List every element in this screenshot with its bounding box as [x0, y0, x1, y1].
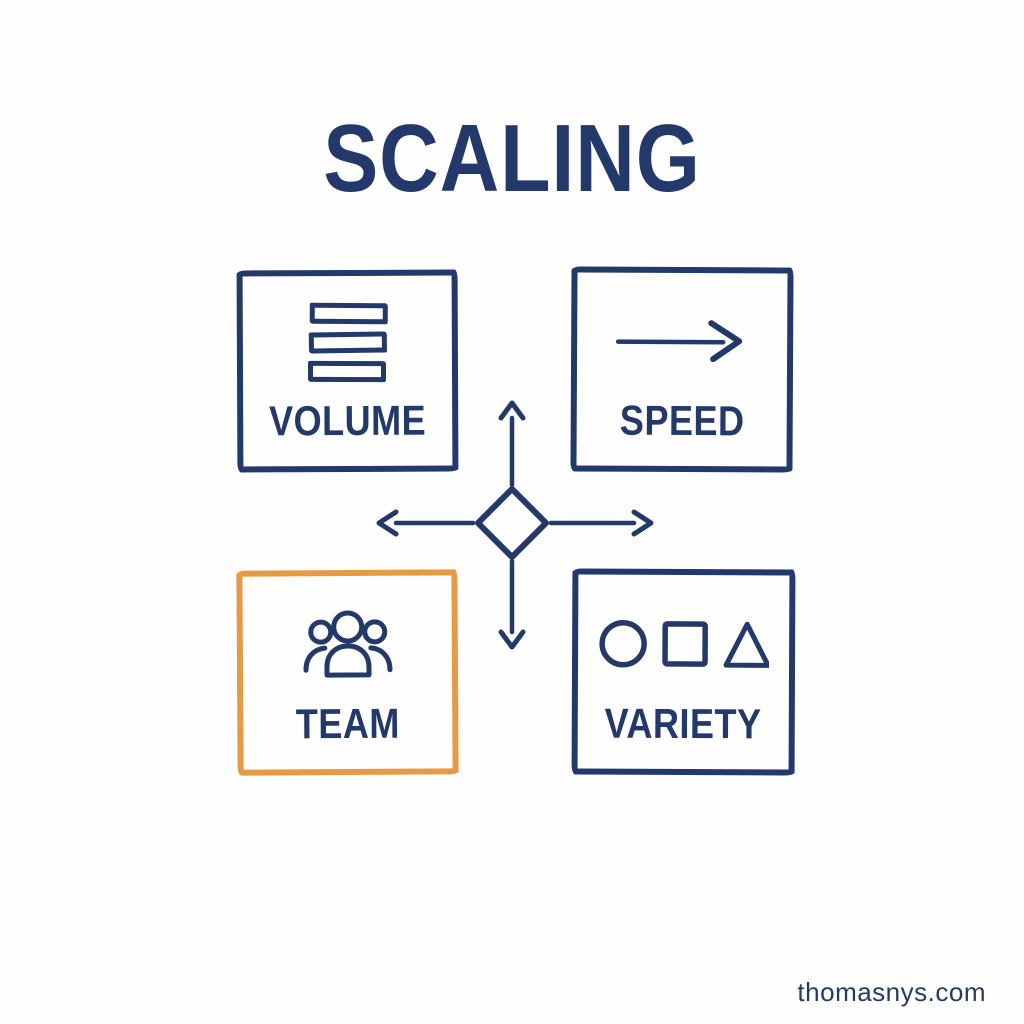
- stacked-bar: [309, 302, 388, 324]
- stacked-bar: [308, 330, 387, 354]
- stacked-bars-icon: [307, 298, 388, 385]
- box-team: TEAM: [236, 569, 459, 776]
- variety-icon-area: [598, 575, 769, 704]
- team-label: TEAM: [295, 699, 400, 748]
- variety-label: VARIETY: [604, 699, 762, 748]
- stacked-bar: [307, 360, 386, 382]
- box-variety: VARIETY: [571, 568, 796, 776]
- watermark: thomasnys.com: [797, 977, 986, 1007]
- speed-icon-area: [615, 273, 750, 401]
- diamond-with-four-direction-arrows-icon: [376, 400, 654, 650]
- page-title: SCALING: [323, 105, 701, 212]
- volume-icon-area: [307, 276, 388, 400]
- arrow-right-icon: [615, 319, 743, 362]
- team-icon-area: [299, 576, 396, 704]
- box-speed: SPEED: [570, 266, 794, 473]
- circle-square-triangle-shapes-icon: [598, 619, 769, 668]
- team-people-icon: [302, 610, 392, 678]
